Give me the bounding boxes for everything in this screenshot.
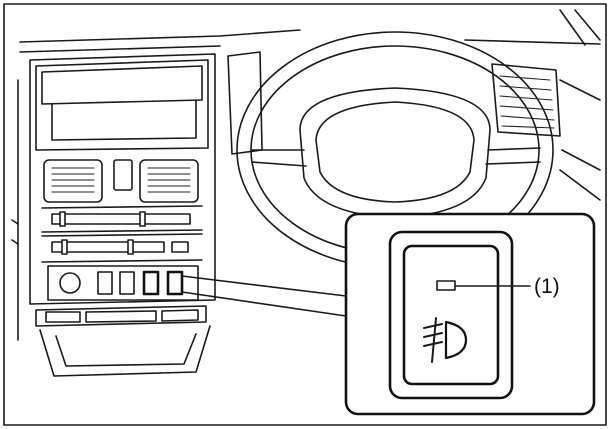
hazard-switch bbox=[113, 159, 133, 191]
lower-tray bbox=[35, 305, 211, 377]
right-air-vent bbox=[139, 159, 199, 203]
callout-label-1: (1) bbox=[534, 275, 560, 298]
indicator-light-icon bbox=[436, 280, 456, 291]
rotary-knob bbox=[59, 272, 81, 294]
display-panel bbox=[41, 65, 203, 105]
center-console bbox=[29, 53, 216, 377]
fog-light-switch-location bbox=[166, 270, 184, 296]
enlarged-view bbox=[344, 212, 596, 416]
dashboard-outline bbox=[11, 9, 601, 341]
fog-light-icon bbox=[423, 317, 468, 363]
fog-light-switch-button bbox=[402, 244, 500, 386]
figure-frame bbox=[3, 3, 607, 426]
left-air-vent bbox=[43, 159, 103, 203]
switch-row bbox=[47, 265, 199, 301]
right-air-vent-outer bbox=[491, 63, 601, 201]
meter-hood-panel bbox=[227, 51, 263, 155]
climate-sliders bbox=[41, 205, 203, 263]
zoom-leader-lines bbox=[181, 275, 347, 317]
